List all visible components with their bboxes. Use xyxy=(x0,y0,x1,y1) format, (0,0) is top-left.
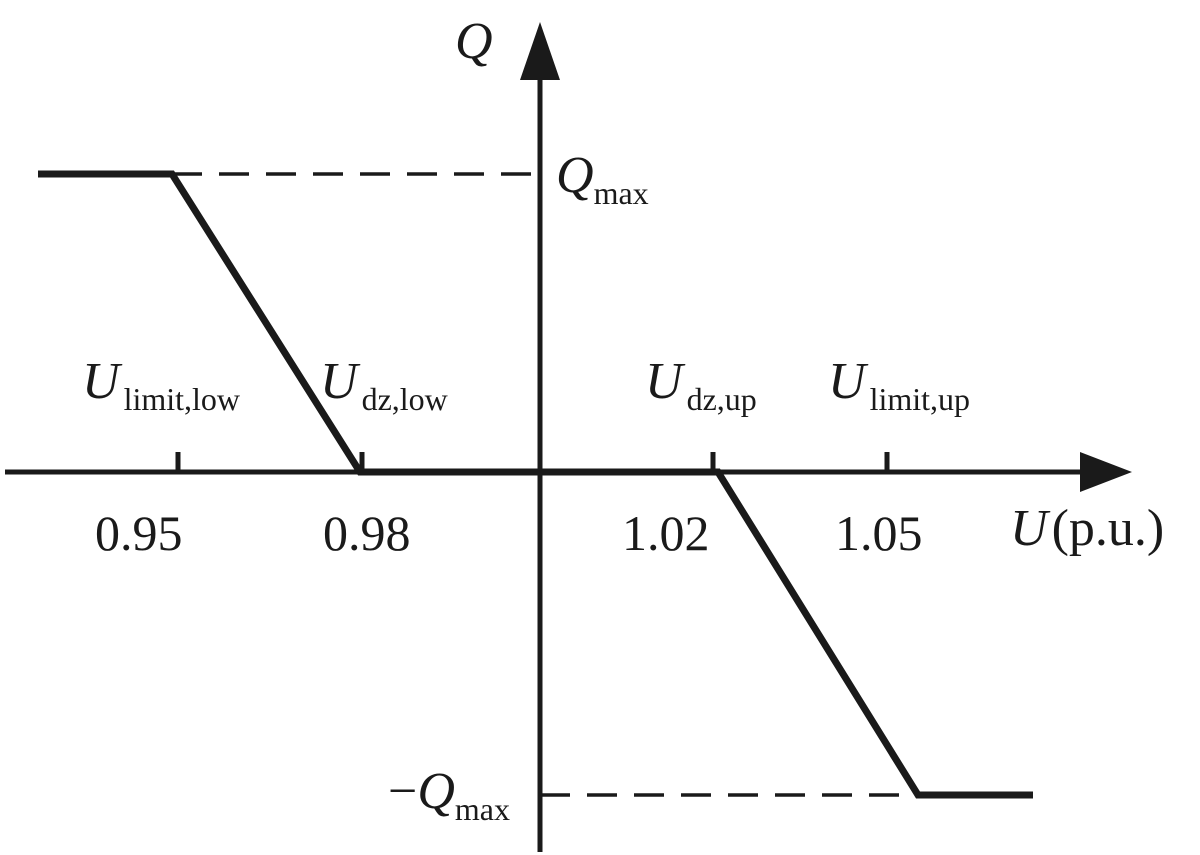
tick-label-0-98: 0.98 xyxy=(323,505,411,561)
q-min-label: −Qmax xyxy=(388,763,510,827)
tick-label-1-02: 1.02 xyxy=(622,505,710,561)
x-axis-arrow xyxy=(1080,452,1132,492)
x-axis-label: U(p.u.) xyxy=(1010,500,1164,557)
tick-label-1-05: 1.05 xyxy=(835,505,923,561)
tick-label-0-95: 0.95 xyxy=(95,505,183,561)
droop-curve xyxy=(38,170,1033,799)
q-max-label: Qmax xyxy=(556,147,649,211)
y-axis-arrow xyxy=(520,22,560,80)
y-axis-label: Q xyxy=(455,13,493,70)
